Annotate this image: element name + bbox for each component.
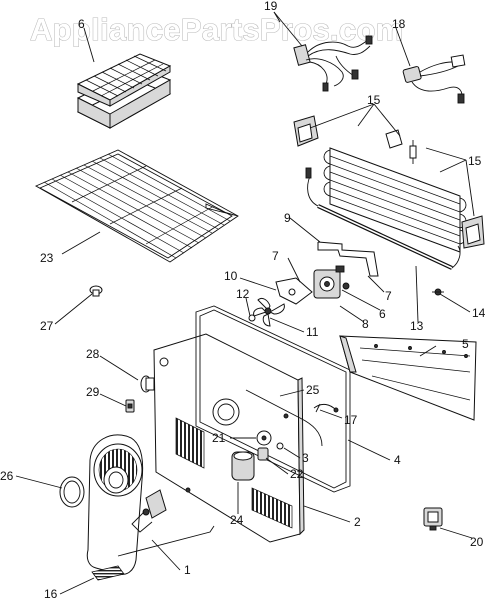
- callout-1: 1: [184, 563, 191, 577]
- callout-27: 27: [40, 319, 54, 333]
- wire-harness-illustration: [293, 35, 373, 92]
- callout-13: 13: [410, 319, 424, 333]
- callout-7-right: 7: [385, 289, 392, 303]
- callout-5: 5: [462, 337, 469, 351]
- liner-frame-illustration: [195, 305, 351, 493]
- callout-4: 4: [394, 453, 401, 467]
- callout-2: 2: [354, 515, 361, 529]
- callout-3: 3: [302, 451, 309, 465]
- evaporator-cover-illustration: [153, 333, 305, 543]
- callout-9: 9: [284, 211, 291, 225]
- callout-16: 16: [44, 587, 58, 600]
- callout-18: 18: [392, 17, 406, 31]
- defrost-heater-illustration: [305, 167, 461, 270]
- cover-fan-thermostat-illustration: [231, 403, 339, 481]
- part-20-illustration: [423, 507, 443, 531]
- watermark-text: AppliancePartsPros.com: [30, 12, 404, 47]
- callout-14: 14: [472, 306, 486, 320]
- callout-24: 24: [230, 513, 244, 527]
- defrost-control-illustration: [402, 54, 466, 104]
- callout-12: 12: [236, 287, 250, 301]
- part-14-illustration: [432, 288, 444, 296]
- callout-11: 11: [306, 325, 319, 339]
- ice-tray-illustration: [76, 53, 172, 129]
- callout-21: 21: [212, 431, 226, 445]
- callout-29: 29: [86, 385, 100, 399]
- callout-25: 25: [306, 383, 320, 397]
- callout-17: 17: [344, 413, 358, 427]
- callout-28: 28: [86, 347, 100, 361]
- callout-6-ice-tray: 6: [78, 17, 85, 31]
- ring-26-illustration: [59, 476, 85, 508]
- freezer-shelf-illustration: [34, 149, 239, 263]
- callout-10: 10: [224, 269, 238, 283]
- callout-20: 20: [470, 535, 484, 549]
- clip-27-illustration: [89, 285, 103, 297]
- air-duct-illustration: [86, 434, 167, 575]
- callout-23: 23: [40, 251, 54, 265]
- callout-19: 19: [264, 0, 278, 13]
- callout-7-left: 7: [272, 249, 279, 263]
- callout-22: 22: [290, 467, 304, 481]
- callout-26: 26: [0, 469, 14, 483]
- grille-16-illustration: [91, 565, 125, 581]
- leader-lines: [15, 11, 475, 595]
- gasket-illustration: [245, 389, 323, 447]
- callout-8: 8: [362, 317, 369, 331]
- callout-15-right: 15: [468, 154, 482, 168]
- callout-15-left: 15: [367, 93, 381, 107]
- evaporator-illustration: [293, 115, 485, 253]
- small-parts-28-29-illustration: [125, 375, 155, 413]
- callout-6-motor: 6: [379, 307, 386, 321]
- fan-motor-assembly-illustration: [248, 241, 379, 327]
- mullion-strip-illustration: [339, 335, 477, 421]
